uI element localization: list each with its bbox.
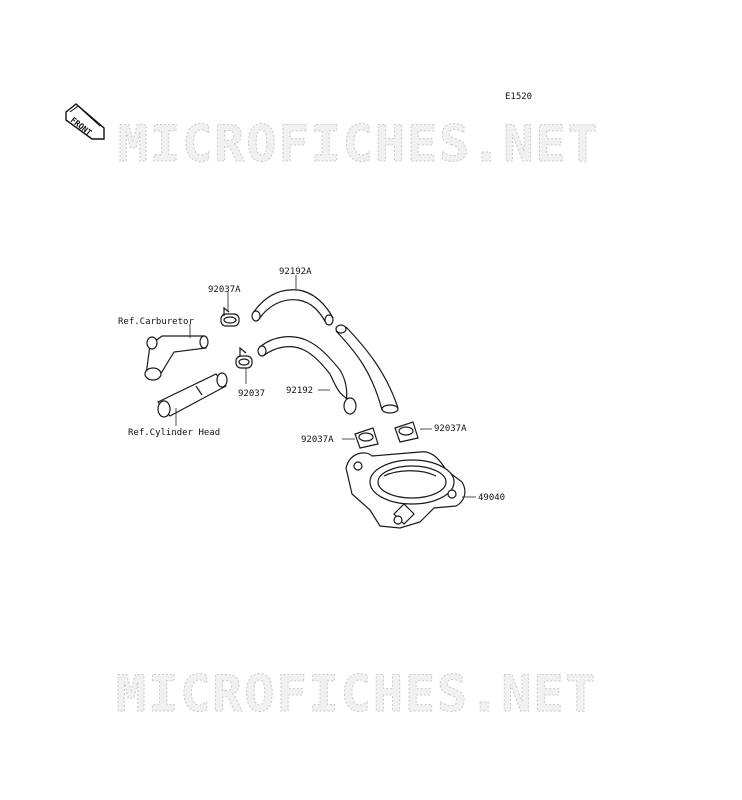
label-92037: 92037 [238, 389, 265, 399]
front-arrow-icon: FRONT [65, 103, 105, 140]
hose-92192 [257, 336, 357, 415]
label-92192: 92192 [286, 386, 313, 396]
label-ref-cylinder-head: Ref.Cylinder Head [128, 428, 220, 438]
clamp-92037a-left [354, 427, 379, 449]
label-92037a-top: 92037A [208, 285, 241, 295]
label-92037a-right: 92037A [434, 424, 467, 434]
watermark-top: MICROFICHES.NET [118, 115, 600, 173]
label-ref-carburetor: Ref.Carburetor [118, 317, 194, 327]
clamp-92037 [235, 346, 253, 369]
cylinder-head-pipe [157, 372, 228, 418]
clamp-92037a-right [394, 421, 419, 443]
carburetor-fitting [144, 335, 209, 381]
label-92037a-left: 92037A [301, 435, 334, 445]
hose-92192a [251, 289, 334, 326]
watermark-bottom: MICROFICHES.NET [116, 665, 598, 723]
fuel-pump-49040 [345, 451, 466, 529]
diagram-code: E1520 [505, 92, 532, 102]
clamp-92037a-top [220, 306, 240, 327]
hose-92192a-long [335, 324, 399, 414]
label-92192a: 92192A [279, 267, 312, 277]
leader-lines [175, 275, 476, 498]
label-49040: 49040 [478, 493, 505, 503]
